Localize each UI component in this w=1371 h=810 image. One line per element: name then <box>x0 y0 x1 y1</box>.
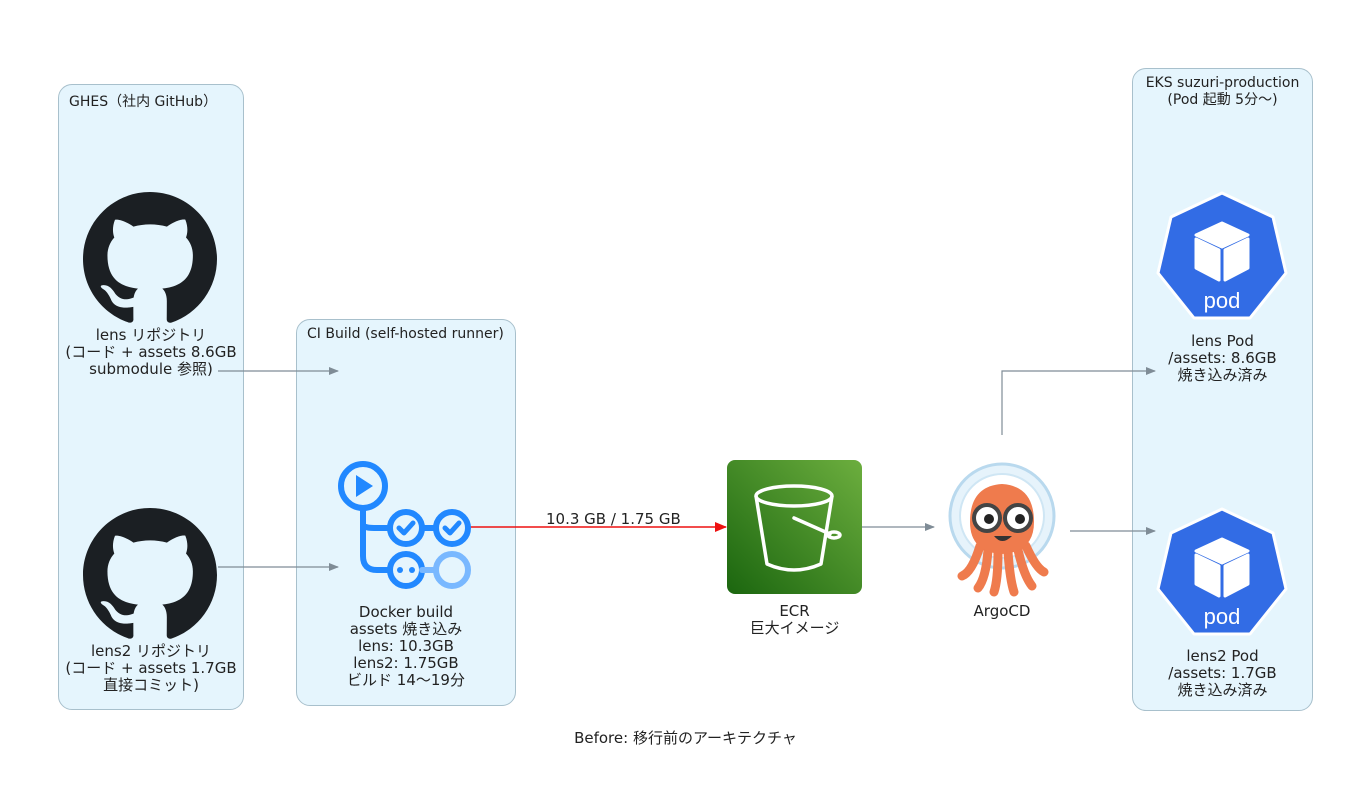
ecr-label: ECR 巨大イメージ <box>749 602 840 637</box>
github-icon <box>83 508 217 639</box>
ci-build-cluster: CI Build (self-hosted runner) <box>296 319 516 706</box>
argocd-icon <box>948 462 1056 597</box>
edge-label-build-to-ecr: 10.3 GB / 1.75 GB <box>546 510 681 528</box>
eks-cluster-title: EKS suzuri-production (Pod 起動 5分〜) <box>1133 75 1312 109</box>
aws-ecr-icon <box>727 460 862 594</box>
lens2-repo-label: lens2 リポジトリ (コード + assets 1.7GB 直接コミット) <box>65 642 237 694</box>
argocd-label: ArgoCD <box>973 602 1031 620</box>
github-icon <box>83 192 217 323</box>
pod-icon-text: pod <box>1204 288 1241 313</box>
eks-cluster-title-line2: (Pod 起動 5分〜) <box>1167 92 1278 108</box>
eks-cluster-title-line1: EKS suzuri-production <box>1145 75 1300 91</box>
ghes-cluster: GHES（社内 GitHub） <box>58 84 244 710</box>
lens-pod-label: lens Pod /assets: 8.6GB 焼き込み済み <box>1168 332 1277 384</box>
ci-build-cluster-title: CI Build (self-hosted runner) <box>307 326 504 342</box>
pod-icon-text: pod <box>1204 604 1241 629</box>
kubernetes-pod-icon: pod <box>1156 507 1288 636</box>
diagram-caption: Before: 移行前のアーキテクチャ <box>574 729 797 747</box>
kubernetes-pod-icon: pod <box>1156 191 1288 320</box>
ghes-cluster-title: GHES（社内 GitHub） <box>69 94 218 110</box>
lens-repo-label: lens リポジトリ (コード + assets 8.6GB submodule… <box>65 326 237 378</box>
lens2-pod-label: lens2 Pod /assets: 1.7GB 焼き込み済み <box>1168 647 1277 699</box>
docker-build-label: Docker build assets 焼き込み lens: 10.3GB le… <box>347 603 465 689</box>
edge-argocd-to-lens-pod <box>1001 367 1156 435</box>
github-actions-icon <box>338 461 471 589</box>
